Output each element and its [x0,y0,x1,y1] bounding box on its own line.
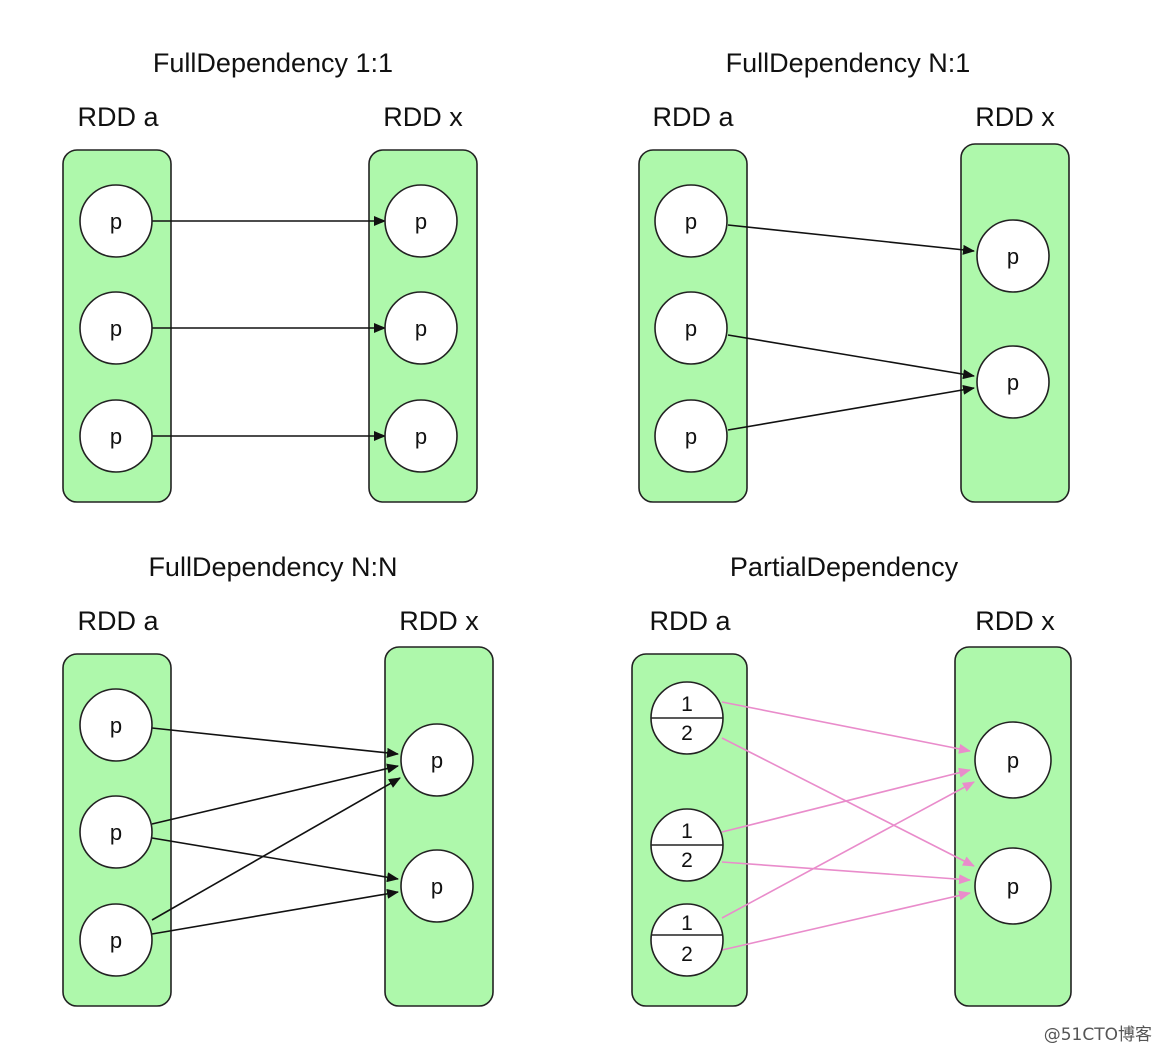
partition-label: p [415,424,427,449]
source-partition: p [79,399,153,473]
source-partition: p [79,688,153,762]
target-rdd-label: RDD x [399,606,479,636]
source-rdd-label: RDD a [77,102,159,132]
target-partition: p [974,847,1052,925]
panel-full-1-1: FullDependency 1:1 RDD a RDD x p p p p p [62,48,478,503]
split-bottom-label: 2 [681,943,693,966]
partition-label: p [110,316,122,341]
partition-label: p [685,209,697,234]
partial-dependency-edge [721,737,975,867]
partition-label: p [110,928,122,953]
target-rdd-box [954,646,1072,1007]
dependency-edge [151,888,399,935]
partition-label: p [110,424,122,449]
partial-dependency-edge [721,861,971,885]
partial-dependency-edge [721,890,971,951]
source-partition: p [654,291,728,365]
split-source-partition: 1 2 [650,903,724,977]
partial-dependency-edge [721,781,975,919]
split-top-label: 1 [681,820,693,843]
partition-label: p [431,748,443,773]
source-partition: p [79,291,153,365]
dependency-edge [727,384,975,431]
partition-label: p [110,713,122,738]
split-source-partition: 1 2 [650,681,724,755]
panel-partial: PartialDependency RDD a RDD x 1 2 1 2 1 … [631,552,1072,1007]
target-rdd-label: RDD x [975,606,1055,636]
source-rdd-label: RDD a [77,606,159,636]
split-bottom-label: 2 [681,722,693,745]
partition-label: p [1007,748,1019,773]
dependency-edge [151,837,399,883]
target-partition: p [974,721,1052,799]
partition-label: p [1007,244,1019,269]
source-partition: p [654,184,728,258]
panel-full-n-1: FullDependency N:1 RDD a RDD x p p p p p [638,48,1070,503]
panel-full-n-n: FullDependency N:N RDD a RDD x p p p p p [62,552,494,1007]
panel-title: FullDependency 1:1 [153,48,393,78]
partition-label: p [1007,874,1019,899]
watermark-text: @51CTO博客 [1044,1025,1152,1045]
dependency-edge [151,777,401,921]
target-partition: p [384,291,458,365]
target-partition: p [976,219,1050,293]
source-partition: p [654,399,728,473]
split-bottom-label: 2 [681,849,693,872]
target-rdd-label: RDD x [383,102,463,132]
dependency-edge [727,334,975,380]
partition-label: p [415,209,427,234]
partial-dependency-edge [721,767,971,833]
target-partition: p [400,849,474,923]
partial-dependency-edge [721,701,971,754]
partition-label: p [110,820,122,845]
partition-label: p [415,316,427,341]
split-top-label: 1 [681,693,693,716]
target-rdd-label: RDD x [975,102,1055,132]
target-rdd-box [384,646,494,1007]
source-partition: p [79,795,153,869]
target-rdd-box [960,143,1070,503]
source-rdd-label: RDD a [652,102,734,132]
split-top-label: 1 [681,912,693,935]
dependency-edge [151,727,399,758]
source-partition: p [79,184,153,258]
target-partition: p [384,184,458,258]
target-partition: p [400,723,474,797]
panel-title: FullDependency N:N [148,552,397,582]
dependency-edge [151,763,399,825]
panel-title: PartialDependency [730,552,959,582]
partition-label: p [685,316,697,341]
panel-title: FullDependency N:1 [726,48,971,78]
partition-label: p [1007,370,1019,395]
target-partition: p [384,399,458,473]
source-partition: p [79,903,153,977]
partition-label: p [685,424,697,449]
partition-label: p [431,874,443,899]
dependency-edge [727,224,975,255]
partition-label: p [110,209,122,234]
source-rdd-label: RDD a [649,606,731,636]
split-source-partition: 1 2 [650,808,724,882]
target-partition: p [976,345,1050,419]
